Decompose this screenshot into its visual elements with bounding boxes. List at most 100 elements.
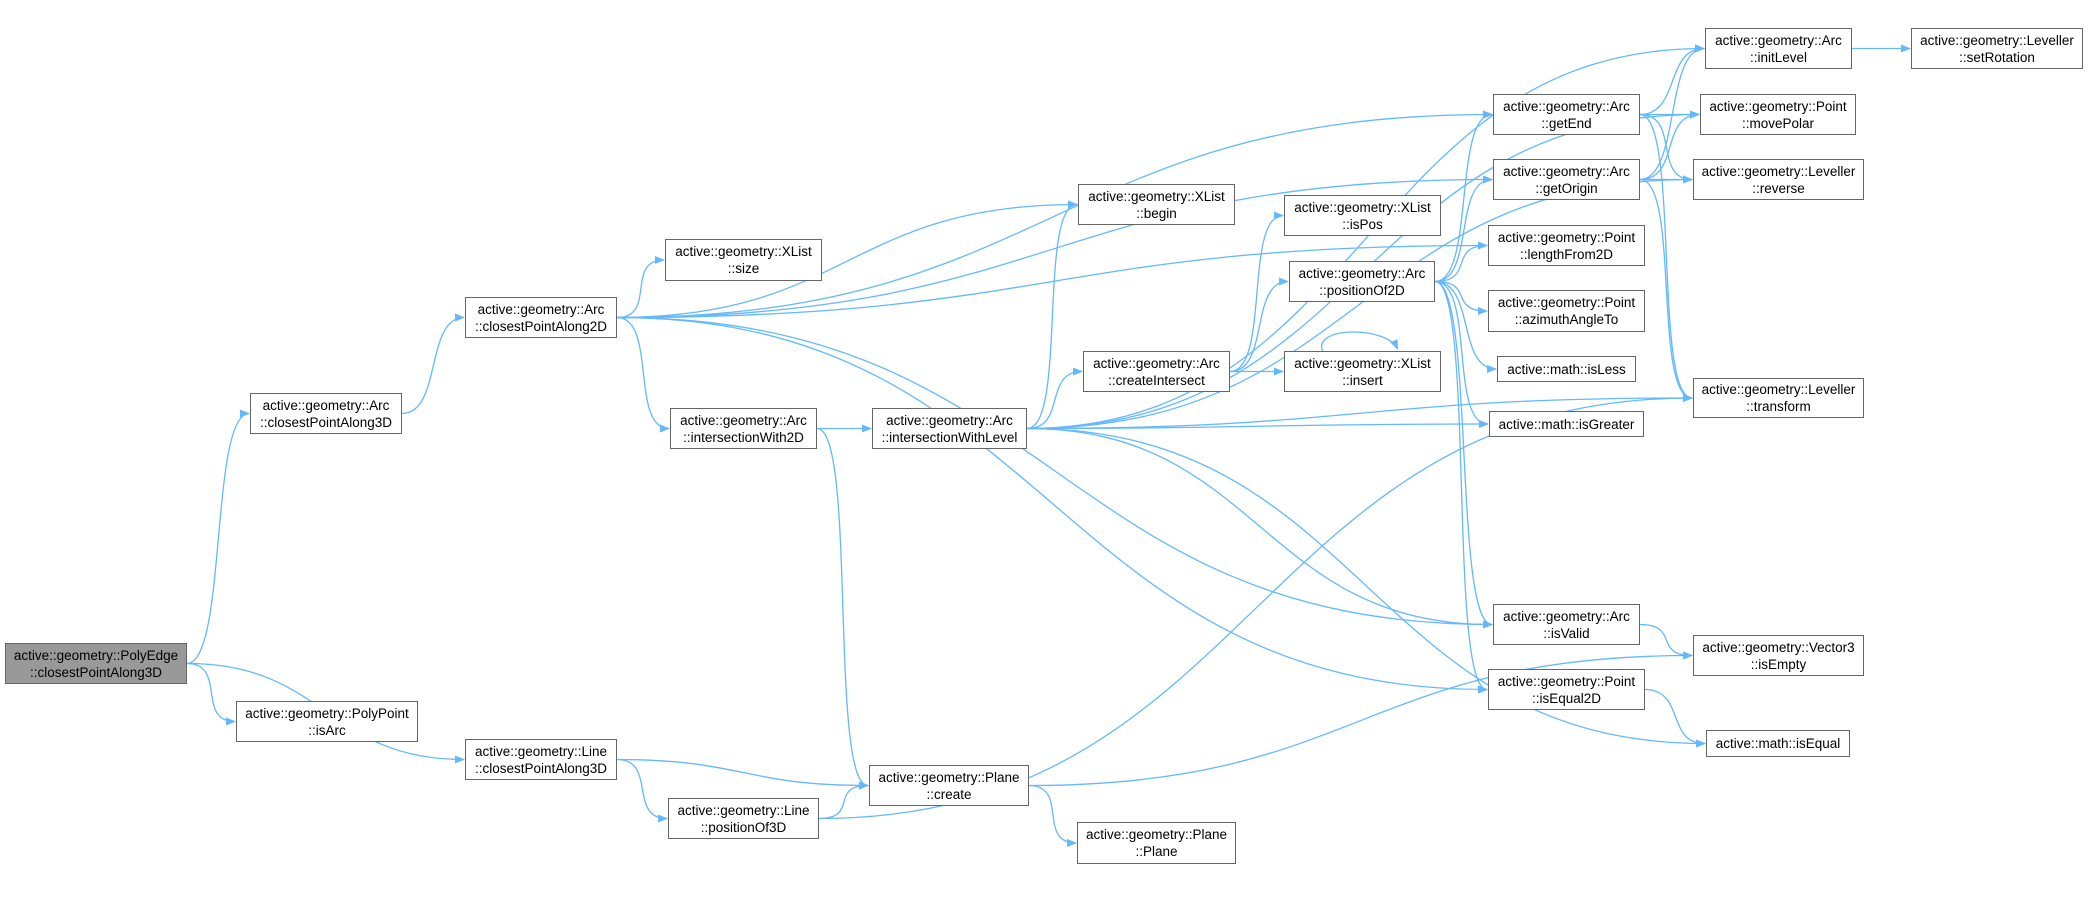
call-edge <box>1639 110 1700 181</box>
node-label-line1: active::geometry::Point <box>1709 98 1847 114</box>
node-arc-getend[interactable]: active::geometry::Arc::getEnd <box>1493 94 1640 135</box>
call-edge <box>1639 44 1705 116</box>
node-label-line2: ::lengthFrom2D <box>1519 246 1614 262</box>
node-point-iseq2d[interactable]: active::geometry::Point::isEqual2D <box>1488 669 1645 710</box>
node-xlist-size[interactable]: active::geometry::XList::size <box>665 239 822 281</box>
node-label-line1: active::geometry::XList <box>1294 199 1431 215</box>
node-arc-getorigin[interactable]: active::geometry::Arc::getOrigin <box>1493 159 1640 200</box>
call-edge <box>1026 427 1706 748</box>
call-edge <box>1026 367 1083 430</box>
node-line-pos3d[interactable]: active::geometry::Line::positionOf3D <box>668 798 819 839</box>
node-label-line2: ::intersectionWithLevel <box>881 429 1018 445</box>
node-label-line1: active::math::isGreater <box>1498 416 1635 432</box>
node-label-line1: active::geometry::Arc <box>1093 355 1220 371</box>
node-label-line2: ::Plane <box>1135 844 1178 859</box>
node-math-isequal[interactable]: active::math::isEqual <box>1706 730 1850 757</box>
call-edge <box>616 316 1493 629</box>
node-lev-reverse[interactable]: active::geometry::Leveller::reverse <box>1693 159 1864 200</box>
call-edge <box>1434 175 1493 283</box>
call-edge <box>1026 200 1078 430</box>
node-label-line2: ::begin <box>1136 205 1177 221</box>
node-xlist-insert[interactable]: active::geometry::XList::insert <box>1284 351 1441 392</box>
call-edge <box>1434 241 1488 283</box>
node-lev-transform[interactable]: active::geometry::Leveller::transform <box>1693 378 1864 418</box>
node-arc-cpa2d[interactable]: active::geometry::Arc::closestPointAlong… <box>465 297 617 338</box>
node-label-line1: active::geometry::Point <box>1497 673 1636 689</box>
node-label-line2: ::size <box>727 261 760 276</box>
node-label-line1: active::geometry::Line <box>677 802 810 818</box>
node-point-len2d[interactable]: active::geometry::Point::lengthFrom2D <box>1488 225 1645 266</box>
node-label-line2: ::positionOf3D <box>700 819 787 835</box>
node-label-line2: ::closestPointAlong3D <box>259 414 393 430</box>
call-edge <box>616 175 1493 319</box>
node-label-line2: ::intersectionWith2D <box>683 429 804 445</box>
node-label-line1: active::geometry::Point <box>1497 229 1636 245</box>
node-label-line1: active::geometry::Leveller <box>1920 32 2074 48</box>
node-label-line1: active::math::isEqual <box>1715 736 1841 751</box>
call-edge <box>1639 113 1693 402</box>
node-label-line1: active::geometry::PolyEdge <box>13 647 179 663</box>
node-label-line2: ::getEnd <box>1541 115 1592 131</box>
node-label-line1: active::geometry::Arc <box>262 397 390 413</box>
node-arc-createint[interactable]: active::geometry::Arc::createIntersect <box>1083 351 1230 392</box>
call-edge <box>1026 44 1705 430</box>
node-label-line1: active::geometry::Leveller <box>1701 163 1856 179</box>
node-label-line1: active::geometry::XList <box>1294 355 1431 371</box>
node-math-isless[interactable]: active::math::isLess <box>1497 356 1636 382</box>
call-edge <box>1229 211 1284 373</box>
call-edge <box>816 427 869 790</box>
node-plane-create[interactable]: active::geometry::Plane::create <box>869 765 1029 806</box>
node-arc-pos2d[interactable]: active::geometry::Arc::positionOf2D <box>1289 261 1435 302</box>
node-xlist-ispos[interactable]: active::geometry::XList::isPos <box>1284 195 1441 236</box>
node-label-line2: ::isArc <box>308 722 346 738</box>
call-edge <box>1639 113 1693 184</box>
node-lev-setrot[interactable]: active::geometry::Leveller::setRotation <box>1911 28 2083 69</box>
node-xlist-begin[interactable]: active::geometry::XList::begin <box>1078 184 1235 225</box>
node-label-line1: active::geometry::XList <box>1088 188 1225 204</box>
call-edge <box>616 110 1493 319</box>
node-vec3-isempty[interactable]: active::geometry::Vector3::isEmpty <box>1693 635 1864 676</box>
call-edge <box>1434 280 1488 694</box>
call-edge <box>1026 394 1693 430</box>
node-label-line2: ::isValid <box>1543 625 1590 641</box>
call-edge <box>616 758 668 823</box>
call-edge <box>186 662 236 726</box>
node-label-line1: active::geometry::Arc <box>886 412 1013 428</box>
node-label-line1: active::geometry::Arc <box>1503 163 1630 179</box>
node-label-line1: active::geometry::Vector3 <box>1702 639 1855 655</box>
node-point-movepolar[interactable]: active::geometry::Point::movePolar <box>1700 94 1856 135</box>
node-label-line2: ::transform <box>1746 399 1811 414</box>
call-edge <box>1434 280 1497 373</box>
node-label-line1: active::geometry::Plane <box>1085 827 1228 842</box>
node-label-line2: ::azimuthAngleTo <box>1514 312 1619 327</box>
node-label-line1: active::geometry::Line <box>474 743 608 759</box>
node-point-azimuth[interactable]: active::geometry::Point::azimuthAngleTo <box>1488 290 1645 332</box>
node-arc-cpa3d[interactable]: active::geometry::Arc::closestPointAlong… <box>250 393 402 434</box>
node-arc-isvalid[interactable]: active::geometry::Arc::isValid <box>1493 604 1640 645</box>
node-arc-iw2d[interactable]: active::geometry::Arc::intersectionWith2… <box>670 408 817 449</box>
node-label-line2: ::closestPointAlong3D <box>29 664 163 680</box>
call-edge <box>1639 44 1705 181</box>
node-label-line2: ::create <box>926 786 972 802</box>
call-edge <box>186 409 250 665</box>
node-polyedge-cpa3d[interactable]: active::geometry::PolyEdge::closestPoint… <box>5 643 187 684</box>
node-label-line1: active::geometry::Point <box>1497 295 1636 310</box>
call-edge <box>616 241 1488 319</box>
node-label-line2: ::closestPointAlong3D <box>474 760 608 776</box>
node-plane-plane[interactable]: active::geometry::Plane::Plane <box>1077 822 1236 864</box>
call-edge <box>1434 280 1488 315</box>
node-polypoint-isarc[interactable]: active::geometry::PolyPoint::isArc <box>236 701 418 742</box>
node-arc-initlevel[interactable]: active::geometry::Arc::initLevel <box>1705 28 1852 69</box>
node-label-line1: active::geometry::Arc <box>477 301 605 317</box>
node-arc-iwl[interactable]: active::geometry::Arc::intersectionWithL… <box>872 408 1027 449</box>
node-label-line2: ::setRotation <box>1959 49 2035 65</box>
node-label-line2: ::closestPointAlong2D <box>474 318 608 334</box>
call-edge <box>616 316 670 433</box>
node-math-isgreater[interactable]: active::math::isGreater <box>1489 411 1644 437</box>
call-edge <box>818 781 869 820</box>
call-edge <box>401 313 465 415</box>
node-label-line1: active::geometry::Arc <box>680 412 807 428</box>
node-label-line1: active::geometry::XList <box>675 244 812 259</box>
node-line-cpa3d[interactable]: active::geometry::Line::closestPointAlon… <box>465 739 617 780</box>
